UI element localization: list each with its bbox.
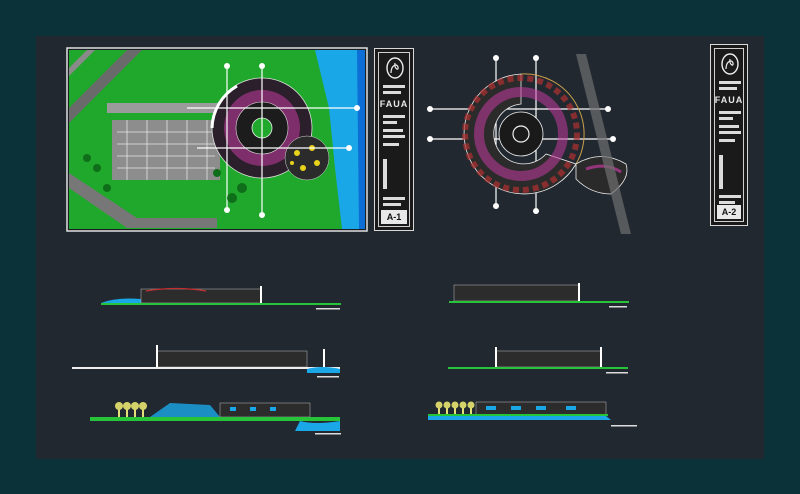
logo-seal-icon <box>721 53 739 75</box>
floor-plan <box>427 54 631 234</box>
logo-seal-icon <box>386 57 404 79</box>
title-block-a2: FAUA A-2 <box>710 44 748 226</box>
cad-drawing-canvas[interactable]: FAUA A-1 <box>36 36 764 459</box>
title-block-org: FAUA <box>379 99 409 109</box>
elevation-2 <box>72 345 340 378</box>
elevation-4 <box>449 283 629 308</box>
elevation-1 <box>101 286 341 310</box>
title-block-org: FAUA <box>714 95 744 105</box>
title-block-a1: FAUA A-1 <box>374 48 414 231</box>
sheet-number: A-2 <box>717 205 741 219</box>
elevation-6 <box>428 401 637 427</box>
elevation-5 <box>448 347 628 374</box>
elevation-3 <box>90 402 341 435</box>
site-plan <box>66 47 368 232</box>
sheet-number: A-1 <box>381 210 407 224</box>
